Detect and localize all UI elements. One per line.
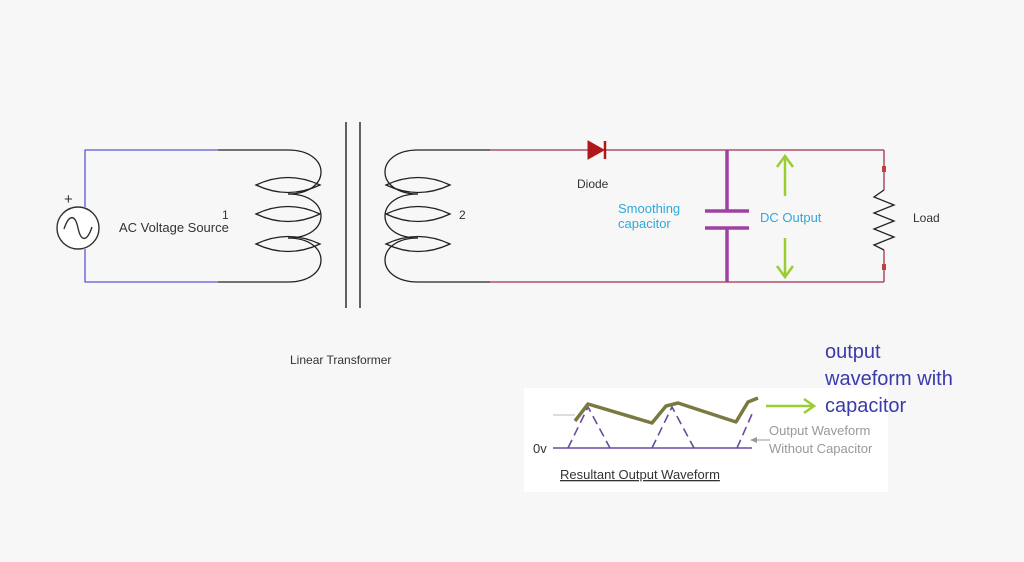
source-label: AC Voltage Source: [119, 220, 229, 235]
diode-label: Diode: [577, 177, 609, 191]
secondary-winding-number: 2: [459, 208, 466, 222]
primary-wires: [84, 149, 218, 283]
primary-coil-icon: [218, 149, 322, 283]
waveform-without-capacitor: [567, 405, 753, 449]
primary-winding-number: 1: [222, 208, 229, 222]
capacitor-label-line1: Smoothing: [618, 201, 680, 216]
waveform-panel: [524, 388, 888, 492]
with-capacitor-label-line2: waveform with: [824, 368, 953, 390]
with-capacitor-label-line1: output: [825, 341, 881, 363]
output-waveform: [553, 396, 770, 449]
transformer-label: Linear Transformer: [290, 353, 391, 367]
capacitor-icon: [705, 150, 749, 282]
secondary-wires: [490, 149, 885, 283]
waveform-with-capacitor: [573, 396, 759, 425]
load-label: Load: [913, 211, 940, 225]
transformer-core: [345, 122, 361, 308]
with-capacitor-arrow: [766, 397, 817, 415]
without-capacitor-label-line2: Without Capacitor: [769, 441, 873, 456]
load-resistor-icon: [872, 166, 896, 270]
ac-source-icon: [56, 206, 100, 250]
secondary-coil-icon: [384, 149, 490, 283]
without-capacitor-label-line1: Output Waveform: [769, 423, 870, 438]
with-capacitor-label-line3: capacitor: [825, 395, 906, 417]
diode-icon: [587, 140, 607, 160]
dc-output-arrows: [775, 153, 795, 280]
source-plus-label: +: [64, 191, 73, 208]
zero-volt-label: 0v: [533, 441, 547, 456]
dc-output-label: DC Output: [760, 210, 822, 225]
resultant-waveform-label: Resultant Output Waveform: [560, 467, 720, 482]
capacitor-label-line2: capacitor: [618, 216, 671, 231]
